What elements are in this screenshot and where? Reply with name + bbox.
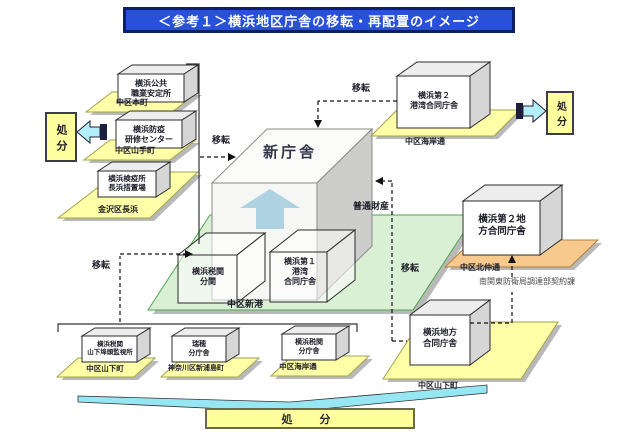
site-label-yamashita-small: 中区山下町 <box>86 364 124 373</box>
relocation-dashed-lines <box>119 100 513 342</box>
site-label-nagahama: 金沢区長浜 <box>98 205 138 214</box>
site-label-shinko: 中区新港 <box>226 300 263 310</box>
building-label-port-joint-2: 横浜第２ 港湾合同庁舎 <box>410 91 458 110</box>
dashed-arrowheads <box>185 120 516 263</box>
disposal-arrow-left <box>76 119 107 145</box>
building-label-employment-office: 横浜公共 職業安定所 <box>131 79 171 98</box>
building-label-quarantine-training: 横浜防疫 研修センター <box>125 125 173 144</box>
disposal-arrow-right <box>516 98 547 124</box>
site-label-shinurashima: 神奈川区新浦島町 <box>168 364 224 372</box>
transfer-label-topright: 移転 <box>351 84 370 94</box>
transfer-label-right: 移転 <box>400 264 419 274</box>
building-label-pier-watch: 横浜税関 山下埠頭監視所 <box>87 340 133 357</box>
transfer-label-bottomleft: 移転 <box>91 261 110 271</box>
defense-bureau-note: 南関東防衛局調達部契約課 <box>479 277 575 286</box>
disposal-box-right: 処分 <box>546 91 574 135</box>
wireframe-building-port-joint-1 <box>268 228 357 304</box>
site-label-kitanakadori: 中区北仲通 <box>460 263 500 272</box>
building-label-regional-joint-2: 横浜第２地 方合同庁舎 <box>478 214 526 237</box>
site-label-yamate: 中区山手町 <box>115 146 155 155</box>
ordinary-property-label: 普通財産 <box>352 202 389 212</box>
building-label-nagahama: 横浜検疫所 長浜措置場 <box>108 174 146 193</box>
building-label-regional-joint: 横浜地方 合同庁舎 <box>422 328 457 349</box>
box-customs-annex <box>280 325 351 361</box>
dash-property-line <box>383 180 407 342</box>
wireframe-building-customs-branch <box>176 231 267 305</box>
dash-bottomleft-transfer <box>119 253 185 322</box>
disposal-box-bottom: 処 分 <box>205 408 415 429</box>
building-label-mizuho: 瑞穂 分庁舎 <box>188 340 210 357</box>
site-label-kaigandori: 中区海岸通 <box>405 137 445 146</box>
building-label-customs-branch: 横浜税関 分関 <box>192 267 224 286</box>
box-quarantine-training <box>114 110 198 149</box>
box-employment-office <box>116 64 200 103</box>
dash-topright-transfer <box>317 100 397 120</box>
disposal-funnel-arrow <box>77 384 488 413</box>
box-regional-joint-2 <box>461 184 564 256</box>
left-group-bracket <box>186 63 200 244</box>
bottom-group-bracket <box>57 323 358 332</box>
box-port-joint-2 <box>395 61 492 129</box>
up-arrow-icon <box>240 189 300 229</box>
box-mizuho <box>170 327 241 363</box>
transfer-label-left: 移転 <box>211 136 230 146</box>
box-regional-joint <box>408 299 492 366</box>
building-label-port-joint-1: 横浜第１ 港湾 合同庁舎 <box>284 257 316 286</box>
page-title: ＜参考１＞横浜地区庁舎の移転・再配置のイメージ <box>123 7 515 33</box>
disposal-box-left: 処分 <box>45 112 77 162</box>
new-building-label: 新庁舎 <box>262 143 317 161</box>
building-label-customs-annex: 横浜税関 分庁舎 <box>295 338 323 355</box>
site-label-kaigandori-small: 中区海岸通 <box>279 362 317 371</box>
site-label-yamashita-right: 中区山下町 <box>418 381 458 390</box>
site-label-honcho: 中区本町 <box>116 98 148 107</box>
group-brackets <box>57 63 358 332</box>
building-boxes <box>80 61 564 366</box>
box-nagahama <box>96 161 172 198</box>
box-pier-watch <box>80 327 152 363</box>
